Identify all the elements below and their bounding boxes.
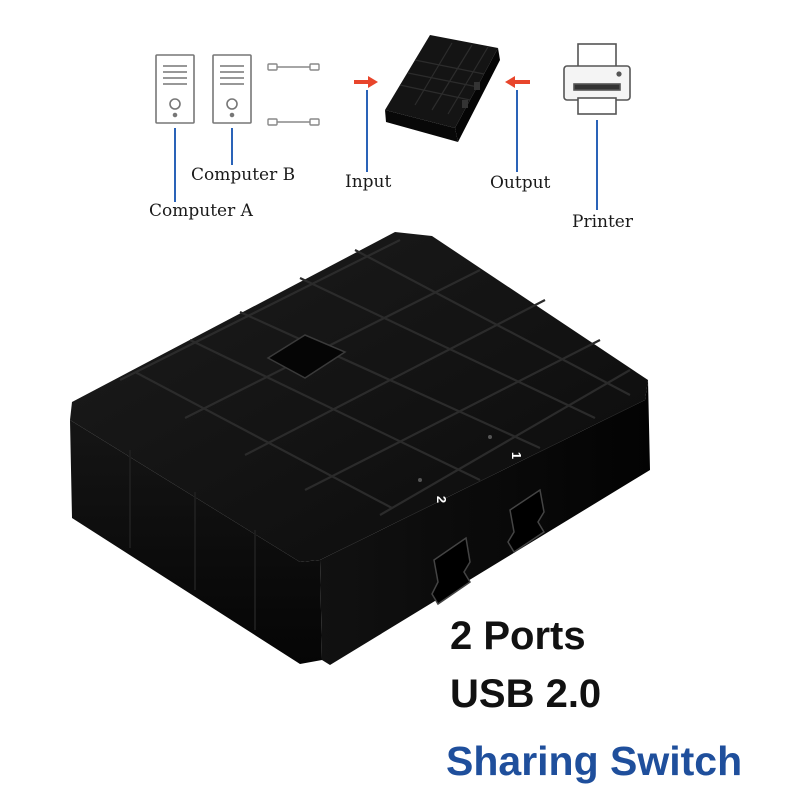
output-label: Output: [490, 173, 551, 193]
usb-port-2: [431, 536, 472, 606]
input-label: Input: [345, 172, 392, 192]
arrow-right-icon: [354, 76, 378, 88]
printer-icon: [563, 43, 631, 115]
printer-label: Printer: [572, 212, 633, 232]
port-2-label: 2: [434, 495, 450, 504]
computer-b-label: Computer B: [191, 165, 296, 185]
usb-port-1: [507, 488, 546, 554]
headline-usb-version: USB 2.0: [450, 672, 602, 716]
computer-tower-icon: [212, 54, 252, 124]
usb-cable-icon: [267, 63, 320, 71]
computer-a-label: Computer A: [149, 201, 253, 221]
usb-cable-icon: [267, 118, 320, 126]
port-1-label: 1: [509, 451, 525, 460]
arrow-left-icon: [505, 76, 530, 88]
headline-ports: 2 Ports: [450, 614, 586, 658]
computer-tower-icon: [155, 54, 195, 124]
usb-switch-device: [385, 35, 500, 142]
headline-product-type: Sharing Switch: [446, 738, 743, 784]
connection-diagram: [155, 35, 631, 210]
leader-lines: [174, 90, 598, 210]
